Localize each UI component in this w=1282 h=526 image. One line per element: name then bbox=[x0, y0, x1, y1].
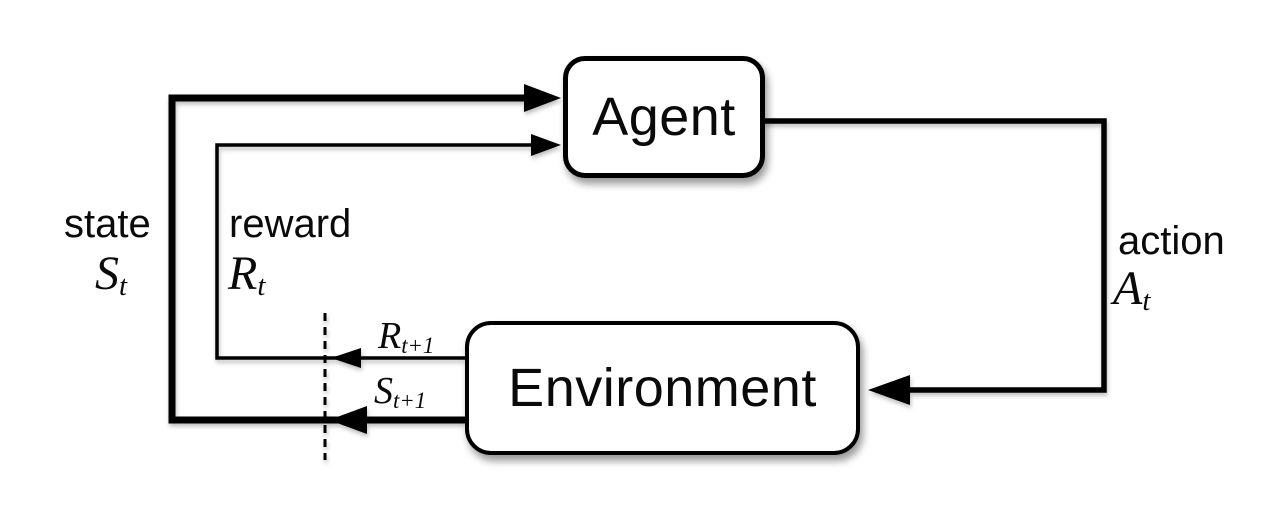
action-symbol-label: At bbox=[1113, 262, 1151, 318]
state-symbol-label: St bbox=[95, 247, 128, 303]
reward-to-agent-arrowhead-icon bbox=[531, 134, 561, 156]
environment-node: Environment bbox=[465, 321, 860, 455]
next-state-arrowhead-icon bbox=[329, 406, 367, 434]
state-to-agent-arrowhead-icon bbox=[524, 84, 561, 112]
environment-node-label: Environment bbox=[508, 358, 817, 418]
agent-node: Agent bbox=[563, 56, 765, 178]
action-arrow-line bbox=[764, 118, 1107, 393]
action-word-label: action bbox=[1118, 219, 1225, 263]
next-reward-arrowhead-icon bbox=[331, 348, 361, 368]
agent-node-label: Agent bbox=[592, 87, 736, 147]
reward-symbol-label: Rt bbox=[228, 247, 266, 303]
next-state-symbol-label: St+1 bbox=[374, 370, 427, 414]
next-reward-symbol-label: Rt+1 bbox=[378, 315, 435, 359]
reward-word-label: reward bbox=[229, 202, 352, 246]
action-to-environment-arrowhead-icon bbox=[868, 375, 910, 405]
state-word-label: state bbox=[64, 202, 151, 246]
state-arrow-line bbox=[168, 94, 528, 424]
